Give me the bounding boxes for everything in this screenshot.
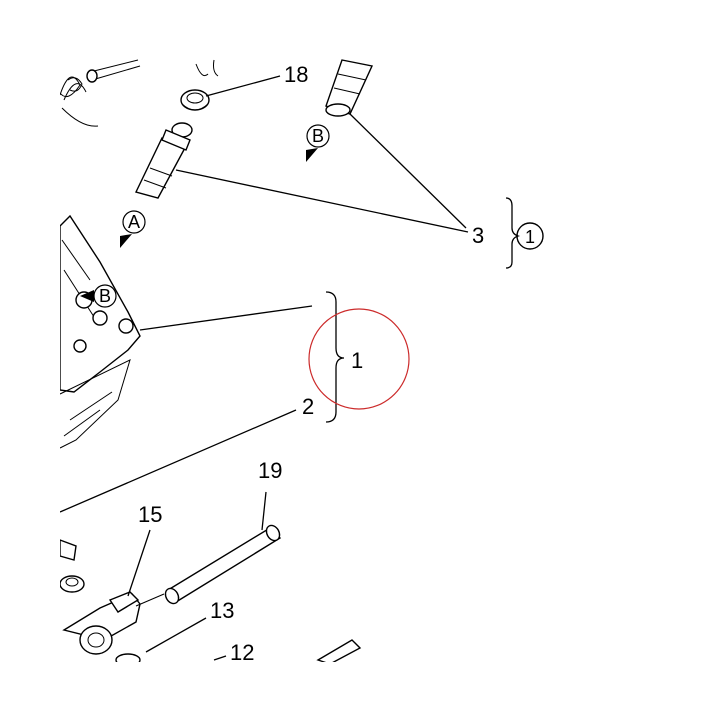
view-marker-b-top-label: B bbox=[312, 126, 324, 146]
spring-linkage-fragment bbox=[59, 59, 141, 127]
part-3-note-circle bbox=[516, 222, 544, 250]
part-label-3: 3 bbox=[472, 223, 484, 248]
injector-nozzle-a bbox=[135, 122, 193, 199]
part-label-19: 19 bbox=[258, 458, 282, 483]
view-marker-b-body bbox=[80, 284, 117, 308]
part-label-1: 1 bbox=[351, 348, 363, 373]
engine-cylinder-head bbox=[59, 214, 141, 449]
part-label-15: 15 bbox=[138, 502, 162, 527]
part-label-13: 13 bbox=[210, 598, 234, 623]
leader-lines-part-3 bbox=[175, 75, 469, 233]
view-marker-a-label: A bbox=[128, 212, 140, 232]
part-label-12: 12 bbox=[230, 640, 254, 665]
part-label-2: 2 bbox=[302, 394, 314, 419]
view-marker-b-body-label: B bbox=[99, 286, 111, 306]
view-marker-b-top bbox=[306, 124, 330, 162]
part-15-fitting bbox=[59, 529, 165, 655]
bracket-1 bbox=[325, 291, 345, 423]
part-18-seal bbox=[180, 59, 219, 111]
part-19-rod bbox=[164, 491, 282, 605]
part-3-note-number: 1 bbox=[525, 227, 535, 247]
part-label-18: 18 bbox=[284, 62, 308, 87]
bracket-3 bbox=[505, 197, 521, 269]
injector-nozzle-b bbox=[325, 59, 374, 117]
view-marker-a bbox=[120, 210, 146, 248]
highlight-circle bbox=[308, 308, 410, 410]
leader-lines-part-1-2 bbox=[59, 305, 313, 513]
